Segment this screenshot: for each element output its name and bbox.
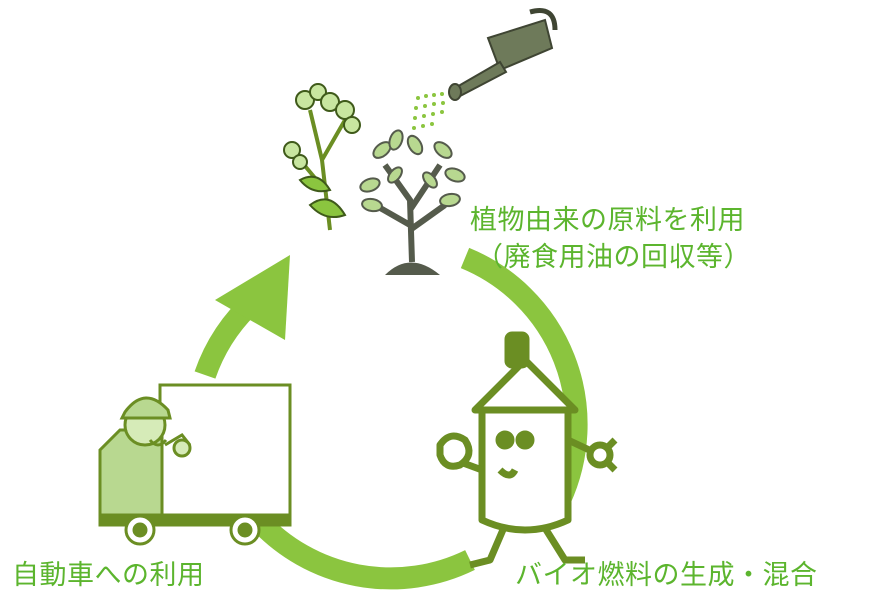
water-spray <box>412 92 445 130</box>
label-vehicle-use: 自動車への利用 <box>12 560 205 591</box>
cycle-arc <box>194 247 588 590</box>
driver-figure <box>119 396 192 458</box>
fuel-tank-mascot-icon <box>436 331 618 569</box>
delivery-truck-icon <box>98 383 292 546</box>
label-plant-source-line2: （廃食用油の回収等） <box>476 242 751 273</box>
rapeseed-plant-icon <box>283 83 361 231</box>
label-plant-source-line1: 植物由来の原料を利用 <box>470 205 745 236</box>
label-biofuel: バイオ燃料の生成・混合 <box>515 560 818 591</box>
sapling-icon <box>359 129 466 275</box>
watering-can-icon <box>448 8 558 101</box>
cycle-arrowhead <box>215 255 290 340</box>
